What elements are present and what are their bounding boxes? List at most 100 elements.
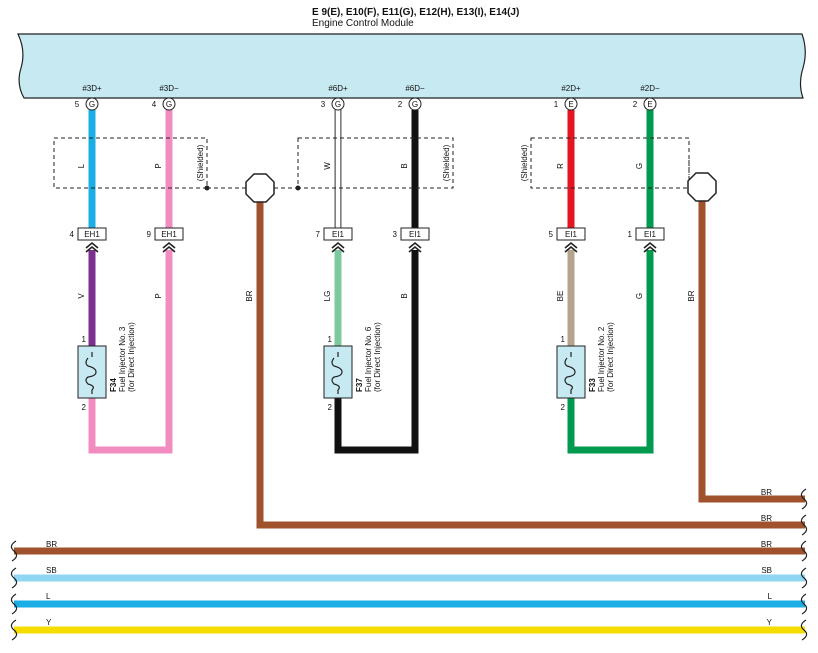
wire-color-label: G xyxy=(635,293,644,299)
injector-subtitle: (for Direct Injection) xyxy=(606,322,615,392)
junction-connector-ei1-1[interactable]: 1 EI1 xyxy=(628,227,665,253)
shield-label: (Shielded) xyxy=(520,144,529,181)
wire-color-label: G xyxy=(635,163,644,169)
junction-connectors: 4 EH1 9 EH1 7 EI1 3 EI1 5 EI1 xyxy=(70,227,665,253)
terminal-signal-label: #6D− xyxy=(405,84,425,93)
injector-pin-top: 1 xyxy=(561,335,566,344)
terminal-2d-minus[interactable]: #2D− 2 E xyxy=(633,84,660,111)
connector-name: EI1 xyxy=(644,230,657,239)
wire-color-label: P xyxy=(154,293,163,298)
wire-color-label: B xyxy=(400,163,409,168)
bus-label-right: SB xyxy=(761,566,772,575)
upper-wires xyxy=(88,110,654,232)
injector-pin-bottom: 2 xyxy=(561,403,566,412)
terminal-connector-letter: E xyxy=(647,100,652,109)
injector-code: F33 xyxy=(588,378,597,392)
injector-pin-bottom: 2 xyxy=(82,403,87,412)
terminal-pin-number: 4 xyxy=(152,100,157,109)
terminal-circle-icon xyxy=(85,97,99,111)
ground-wire-label: BR xyxy=(687,290,696,301)
ground-wires: BR BR xyxy=(245,172,805,529)
injector-coil-icon xyxy=(85,352,97,394)
terminal-3d-plus[interactable]: #3D+ 5 G xyxy=(75,84,102,111)
injector-f37[interactable]: 1 2 F37 Fuel Injector No. 6 (for Direct … xyxy=(323,322,382,412)
wire-break-icon xyxy=(10,619,18,641)
junction-connector-eh1-9[interactable]: 9 EH1 xyxy=(147,227,184,253)
shield-junction-dot xyxy=(204,185,210,191)
injector-subtitle: (for Direct Injection) xyxy=(373,322,382,392)
wire-color-label: W xyxy=(323,162,332,170)
junction-connector-ei1-5[interactable]: 5 EI1 xyxy=(549,227,586,253)
terminal-connector-letter: G xyxy=(335,100,341,109)
ground-wire-right[interactable] xyxy=(698,194,805,503)
shield-box-3 xyxy=(530,137,690,189)
junction-connector-ei1-3[interactable]: 3 EI1 xyxy=(393,227,430,253)
wire-color-label: L xyxy=(77,163,86,168)
terminal-circle-icon xyxy=(331,97,345,111)
injector-code: F37 xyxy=(355,378,364,392)
ground-wire-left[interactable] xyxy=(256,200,805,529)
injector-name: Fuel Injector No. 3 xyxy=(118,326,127,392)
connector-chevron-icon xyxy=(331,241,345,253)
wire-color-label: B xyxy=(400,293,409,298)
bus-label-right: L xyxy=(768,592,773,601)
wire-w4[interactable] xyxy=(334,250,419,454)
shield-groups: (Shielded) (Shielded) (Shielded) xyxy=(53,137,690,191)
injector-code: F34 xyxy=(109,378,118,392)
wire-w2[interactable] xyxy=(88,250,173,454)
connector-chevron-icon xyxy=(162,241,176,253)
terminal-circle-icon xyxy=(408,97,422,111)
ecm-name: Engine Control Module xyxy=(312,18,414,29)
ground-wire-label: BR xyxy=(245,290,254,301)
junction-connector-eh1-4[interactable]: 4 EH1 xyxy=(70,227,107,253)
connector-pin-number: 9 xyxy=(147,230,152,239)
wire-break-icon xyxy=(10,593,18,615)
terminal-connector-letter: E xyxy=(568,100,573,109)
connector-pin-number: 7 xyxy=(316,230,321,239)
connector-box xyxy=(323,227,353,241)
terminal-signal-label: #6D+ xyxy=(328,84,348,93)
junction-connector-ei1-7[interactable]: 7 EI1 xyxy=(316,227,353,253)
bus-label-br-2: BR xyxy=(761,514,772,523)
terminal-2d-plus[interactable]: #2D+ 1 E xyxy=(554,84,581,111)
connector-pin-number: 5 xyxy=(549,230,554,239)
terminal-3d-minus[interactable]: #3D− 4 G xyxy=(152,84,179,111)
ecm-connector-list: E 9(E), E10(F), E11(G), E12(H), E13(I), … xyxy=(312,7,519,18)
terminal-connector-letter: G xyxy=(412,100,418,109)
shield-box-2 xyxy=(297,137,454,189)
wire-break-icon xyxy=(800,514,808,536)
wire-break-icon xyxy=(800,567,808,589)
terminal-pin-number: 3 xyxy=(321,100,326,109)
wire-w6[interactable] xyxy=(567,250,654,454)
terminal-signal-label: #3D− xyxy=(159,84,179,93)
connector-name: EH1 xyxy=(161,230,177,239)
bottom-buses: BR BR SB SB L L Y Y xyxy=(14,540,805,634)
wire-break-icon xyxy=(800,619,808,641)
shield-ground-icon xyxy=(687,172,717,202)
connector-chevron-icon xyxy=(85,241,99,253)
connector-box xyxy=(635,227,665,241)
injector-pin-bottom: 2 xyxy=(328,403,333,412)
connector-box xyxy=(556,227,586,241)
bus-label-left: SB xyxy=(46,566,57,575)
injector-f33[interactable]: 1 2 F33 Fuel Injector No. 2 (for Direct … xyxy=(556,322,615,412)
connector-box xyxy=(77,227,107,241)
upper-wire-labels: L P W B R G xyxy=(77,162,644,170)
connector-name: EH1 xyxy=(84,230,100,239)
terminal-6d-minus[interactable]: #6D− 2 G xyxy=(398,84,425,111)
wire-break-icon xyxy=(10,567,18,589)
ecm-terminals: #3D+ 5 G #3D− 4 G #6D+ 3 G #6D− 2 G #2D+… xyxy=(75,84,660,111)
injector-name: Fuel Injector No. 6 xyxy=(364,326,373,392)
terminal-pin-number: 5 xyxy=(75,100,80,109)
wire-color-label: P xyxy=(154,163,163,168)
connector-name: EI1 xyxy=(409,230,422,239)
terminal-circle-icon xyxy=(564,97,578,111)
connector-name: EI1 xyxy=(332,230,345,239)
wire-breaks xyxy=(10,488,808,641)
injector-subtitle: (for Direct Injection) xyxy=(127,322,136,392)
shield-ground-icon xyxy=(245,173,275,203)
injector-f34[interactable]: 1 2 F34 Fuel Injector No. 3 (for Direct … xyxy=(77,322,136,412)
shield-label: (Shielded) xyxy=(442,144,451,181)
terminal-6d-plus[interactable]: #6D+ 3 G xyxy=(321,84,348,111)
